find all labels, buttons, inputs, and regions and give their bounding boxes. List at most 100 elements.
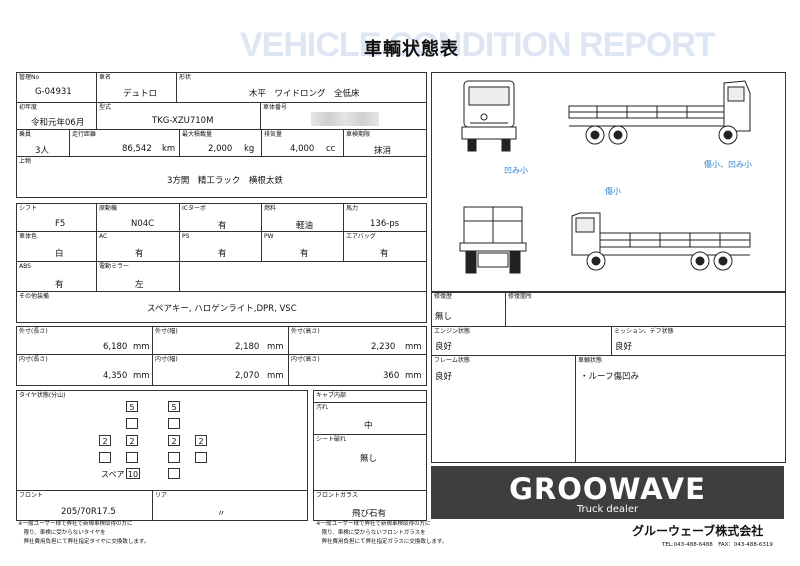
tire-label: タイヤ状態(分山) bbox=[19, 392, 66, 399]
chassis-number-blurred bbox=[311, 112, 379, 126]
other-equipment-label: その他装備 bbox=[19, 293, 50, 300]
int-width-value: 2,070 bbox=[235, 371, 260, 381]
capacity-label: 乗員 bbox=[19, 131, 32, 138]
displacement-label: 排気量 bbox=[264, 131, 283, 138]
inspection-value: 抹消 bbox=[374, 146, 392, 156]
watermark: VEHICLE CONDITION REPORT bbox=[240, 26, 716, 64]
ac-value: 有 bbox=[135, 249, 144, 259]
ext-width-unit: mm bbox=[267, 342, 284, 352]
mgmt-no-label: 管理No bbox=[19, 74, 40, 81]
shape-value: 木平 ワイドロング 全低床 bbox=[249, 89, 360, 99]
car-name-value: デュトロ bbox=[123, 89, 158, 99]
shift-label: シフト bbox=[19, 205, 38, 212]
airbag-value: 有 bbox=[380, 249, 389, 259]
tire-rear-slot-3 bbox=[168, 452, 180, 463]
displacement-unit: cc bbox=[326, 144, 336, 154]
int-length-label: 内寸(長さ) bbox=[19, 356, 48, 363]
hp-value: 136-ps bbox=[370, 219, 400, 229]
tire-rear-inner-left: 2 bbox=[126, 435, 138, 446]
engine-condition-label: エンジン状態 bbox=[434, 328, 471, 335]
ext-height-unit: mm bbox=[405, 342, 422, 352]
windshield-value: 飛び石有 bbox=[352, 509, 387, 519]
company-logo-panel: GROOWAVE Truck dealer bbox=[431, 466, 784, 519]
capacity-value: 3人 bbox=[35, 146, 49, 156]
hp-label: 馬力 bbox=[346, 205, 359, 212]
color-label: 車体色 bbox=[19, 233, 38, 240]
tire-front-left-slot bbox=[126, 418, 138, 429]
mileage-unit: km bbox=[162, 144, 176, 154]
ext-width-value: 2,180 bbox=[235, 342, 260, 352]
inspection-label: 車検期限 bbox=[346, 131, 371, 138]
first-reg-label: 初年度 bbox=[19, 104, 38, 111]
damage-mark-right-side: 傷小、凹み小 bbox=[704, 160, 752, 169]
abs-value: 有 bbox=[55, 280, 64, 290]
spare-label: スペア bbox=[101, 470, 125, 479]
tire-front-right: 5 bbox=[168, 401, 180, 412]
mgmt-no-value: G-04931 bbox=[35, 87, 72, 97]
front-tire-size-label: フロント bbox=[19, 492, 44, 499]
tire-note: ※一般ユーザー様で弊社で新規車検取得の方に 限り、車検に受からないタイヤを 弊社… bbox=[18, 521, 150, 545]
truck-diagrams-svg bbox=[459, 80, 751, 274]
tire-rear-outer-left: 2 bbox=[99, 435, 111, 446]
int-width-unit: mm bbox=[267, 371, 284, 381]
other-equipment-value: スペアキー, ハロゲンライト,DPR, VSC bbox=[147, 304, 297, 314]
rear-tire-size-value: 〃 bbox=[217, 509, 226, 519]
displacement-value: 4,000 bbox=[290, 144, 315, 154]
body-condition-value: ・ルーフ傷凹み bbox=[580, 372, 639, 382]
ps-value: 有 bbox=[218, 249, 227, 259]
mirror-label: 電動ミラー bbox=[99, 263, 130, 270]
repair-history-label: 修復歴 bbox=[434, 293, 453, 300]
abs-label: ABS bbox=[19, 263, 31, 270]
int-height-label: 内寸(高さ) bbox=[291, 356, 320, 363]
tire-spare: 10 bbox=[126, 468, 140, 479]
tire-front-left: 5 bbox=[126, 401, 138, 412]
tire-rear-inner-right: 2 bbox=[168, 435, 180, 446]
mission-condition-label: ミッション、デフ状態 bbox=[614, 328, 674, 335]
seat-label: シート破れ bbox=[316, 436, 347, 443]
mission-condition-value: 良好 bbox=[615, 342, 633, 352]
fuel-value: 軽油 bbox=[296, 221, 314, 231]
tire-table: タイヤ状態(分山) 5 5 2 2 2 2 スペア 10 フロント 205/70R… bbox=[16, 390, 308, 521]
ext-length-unit: mm bbox=[133, 342, 150, 352]
int-length-unit: mm bbox=[133, 371, 150, 381]
engine-type-value: N04C bbox=[131, 219, 155, 229]
company-tagline: Truck dealer bbox=[576, 504, 639, 515]
tire-rear-slot-1 bbox=[99, 452, 111, 463]
ext-height-value: 2,230 bbox=[371, 342, 396, 352]
repair-part-label: 修復箇所 bbox=[508, 293, 533, 300]
engine-condition-value: 良好 bbox=[435, 342, 453, 352]
shape-label: 形状 bbox=[179, 74, 192, 81]
cab-table: キャブ内部 汚れ中 シート破れ無し フロントガラス飛び石有 bbox=[313, 390, 427, 521]
shift-value: F5 bbox=[55, 219, 66, 229]
rear-tire-size-label: リア bbox=[155, 492, 168, 499]
cab-label: キャブ内部 bbox=[316, 392, 347, 399]
pw-value: 有 bbox=[300, 249, 309, 259]
ext-width-label: 外寸(幅) bbox=[155, 328, 178, 335]
damage-mark-front: 凹み小 bbox=[504, 166, 528, 175]
ac-label: AC bbox=[99, 233, 108, 240]
windshield-label: フロントガラス bbox=[316, 492, 358, 499]
tire-rear-slot-4 bbox=[195, 452, 207, 463]
int-height-unit: mm bbox=[405, 371, 422, 381]
repair-history-value: 無し bbox=[435, 312, 453, 322]
model-label: 型式 bbox=[99, 104, 112, 111]
ext-length-value: 6,180 bbox=[103, 342, 128, 352]
tire-rear-outer-right: 2 bbox=[195, 435, 207, 446]
ps-label: PS bbox=[182, 233, 190, 240]
tire-front-right-slot bbox=[168, 418, 180, 429]
glass-note: ※一般ユーザー様で弊社で新規車検取得の方に 限り、車検に受からないフロントガラス… bbox=[316, 521, 448, 545]
ic-turbo-value: 有 bbox=[218, 221, 227, 231]
int-length-value: 4,350 bbox=[103, 371, 128, 381]
seat-value: 無し bbox=[360, 454, 378, 464]
damage-diagram: 凹み小 傷小、凹み小 傷小 bbox=[431, 72, 786, 293]
tire-rear-slot-2 bbox=[126, 452, 138, 463]
model-value: TKG-XZU710M bbox=[152, 116, 214, 126]
int-height-value: 360 bbox=[383, 371, 400, 381]
company-name: グルーウェーブ株式会社 bbox=[632, 524, 764, 538]
page-title: 車輌状態表 bbox=[364, 39, 459, 60]
fuel-label: 燃料 bbox=[264, 205, 277, 212]
mileage-label: 走行距離 bbox=[72, 131, 97, 138]
color-value: 白 bbox=[55, 249, 64, 259]
front-tire-size-value: 205/70R17.5 bbox=[61, 507, 116, 517]
